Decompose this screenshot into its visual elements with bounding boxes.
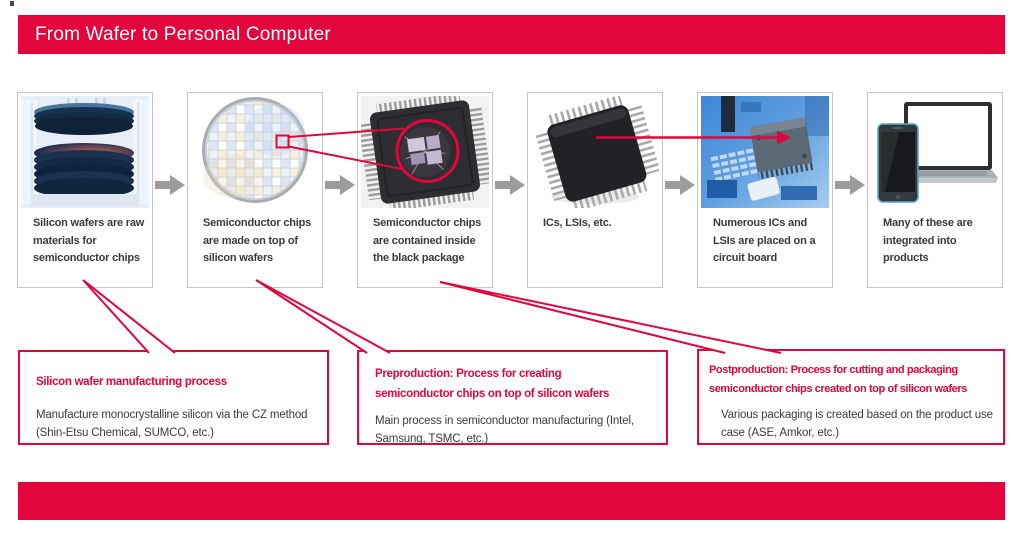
step-ics-lsis: ICs, LSIs, etc. xyxy=(527,92,663,288)
circuit-board-photo xyxy=(701,96,829,208)
callout-body: Various packaging is created based on th… xyxy=(721,409,993,439)
step-caption: Silicon wafers are raw materials for sem… xyxy=(33,217,145,264)
callout-title: Postproduction: Process for cutting and … xyxy=(709,361,993,399)
flow-arrow-icon xyxy=(495,174,525,196)
callout-title-line: Postproduction: Process for cutting and … xyxy=(709,364,958,376)
callout-preproduction: Preproduction: Process for creating semi… xyxy=(357,350,668,445)
callout-postproduction: Postproduction: Process for cutting and … xyxy=(697,349,1005,445)
page-title: From Wafer to Personal Computer xyxy=(18,15,1005,54)
step-caption: Semiconductor chips are contained inside… xyxy=(373,217,482,264)
step-silicon-wafers: Silicon wafers are raw materials for sem… xyxy=(17,92,153,288)
step-circuit-board: Numerous ICs and LSIs are placed on a ci… xyxy=(697,92,833,288)
patterned-wafer-illustration xyxy=(191,96,319,208)
wedge-connector-1 xyxy=(82,279,176,354)
qfp-chip-photo xyxy=(531,96,659,208)
flow-arrow-icon xyxy=(835,174,865,196)
step-caption: ICs, LSIs, etc. xyxy=(543,217,612,229)
corner-artifact xyxy=(10,1,14,6)
callout-wafer-manufacturing: Silicon wafer manufacturing process Manu… xyxy=(18,350,329,445)
callout-body: Manufacture monocrystalline silicon via … xyxy=(36,409,308,439)
footer-bar xyxy=(18,482,1005,520)
page-title-text: From Wafer to Personal Computer xyxy=(35,24,331,45)
wedge-connector-2 xyxy=(255,279,391,354)
silicon-wafer-stack-photo xyxy=(21,96,149,208)
callout-title-line: semiconductor chips on top of silicon wa… xyxy=(375,388,610,400)
callout-title: Silicon wafer manufacturing process xyxy=(36,376,227,388)
flow-arrow-icon xyxy=(155,174,185,196)
step-final-products: Many of these are integrated into produc… xyxy=(867,92,1003,288)
callout-title: Preproduction: Process for creating semi… xyxy=(375,364,650,404)
step-wafer-patterning: Semiconductor chips are made on top of s… xyxy=(187,92,323,288)
opened-ic-package-photo xyxy=(361,96,489,208)
callout-title-line: Preproduction: Process for creating xyxy=(375,368,562,380)
wedge-connector-3 xyxy=(439,281,782,354)
flow-arrow-icon xyxy=(325,174,355,196)
callout-title-line: semiconductor chips created on top of si… xyxy=(709,383,967,395)
step-caption: Semiconductor chips are made on top of s… xyxy=(203,217,312,264)
step-caption: Many of these are integrated into produc… xyxy=(883,217,973,264)
phone-and-laptop-illustration xyxy=(871,96,999,208)
step-caption: Numerous ICs and LSIs are placed on a ci… xyxy=(713,217,816,264)
callout-body: Main process in semiconductor manufactur… xyxy=(375,415,634,445)
flow-arrow-icon xyxy=(665,174,695,196)
step-chip-in-package: Semiconductor chips are contained inside… xyxy=(357,92,493,288)
